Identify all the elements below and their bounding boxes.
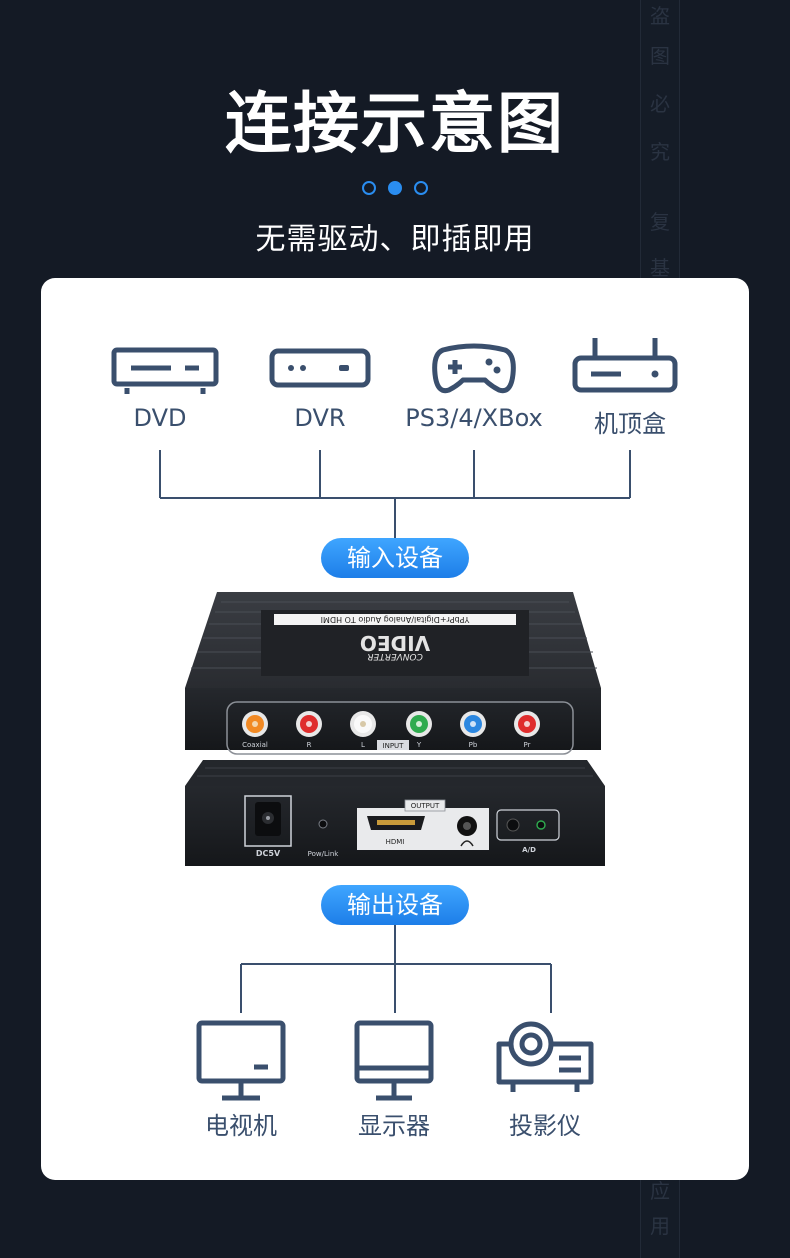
converter-logo-main: VIDEO [360, 631, 430, 655]
dot-indicator [362, 181, 376, 195]
device-label-monitor: 显示器 [358, 1112, 430, 1140]
converter-top-text: YPbPr+Digital/Analog Audio TO HDMI [321, 615, 471, 624]
set-top-box-icon [572, 338, 678, 393]
tv-icon [196, 1020, 286, 1101]
converter-logo-sub: CONVERTER [367, 651, 423, 661]
label-dc5v: DC5V [256, 849, 281, 858]
label-pow-link: Pow/Link [308, 850, 340, 858]
rca-port-l [350, 711, 376, 737]
device-label-console: PS3/4/XBox [405, 404, 543, 432]
stripe-char: 图 [650, 44, 670, 68]
stripe-char: 究 [650, 140, 670, 164]
port-label-r: R [307, 741, 312, 749]
output-devices-pill: 输出设备 [321, 885, 469, 925]
stripe-char: 盗 [650, 4, 670, 28]
rca-port-pb [460, 711, 486, 737]
port-label-coaxial: Coaxial [242, 741, 268, 749]
connector-lines [159, 450, 631, 1013]
port-label-y: Y [416, 741, 422, 749]
page-title: 连接示意图 [225, 85, 565, 162]
stripe-char: 用 [650, 1214, 670, 1238]
device-label-set-top-box: 机顶盒 [594, 410, 666, 438]
label-output: OUTPUT [411, 802, 440, 810]
rca-port-pr [514, 711, 540, 737]
stripe-char: 基 [650, 256, 670, 280]
dvr-icon [269, 348, 371, 388]
monitor-icon [354, 1020, 434, 1101]
page-subtitle: 无需驱动、即插即用 [255, 222, 535, 257]
port-label-pr: Pr [524, 741, 531, 749]
stripe-char: 应 [650, 1179, 670, 1203]
port-label-l: L [361, 741, 365, 749]
port-label-pb: Pb [469, 741, 478, 749]
projector-icon [496, 1021, 594, 1092]
label-ad: A/D [522, 846, 536, 854]
dot-indicator [414, 181, 428, 195]
stripe-char: 复 [650, 210, 670, 234]
dot-indicator-active [388, 181, 402, 195]
input-devices-pill: 输入设备 [321, 538, 469, 578]
stripe-char: 必 [650, 92, 670, 116]
gamepad-icon [432, 343, 516, 394]
rca-port-coaxial [242, 711, 268, 737]
device-label-dvd: DVD [133, 404, 187, 432]
device-label-projector: 投影仪 [509, 1112, 581, 1140]
rca-port-r [296, 711, 322, 737]
port-label-input: INPUT [383, 742, 405, 750]
label-hdmi: HDMI [386, 838, 405, 846]
video-converter-device: YPbPr+Digital/Analog Audio TO HDMI VIDEO… [185, 592, 605, 866]
pagination-dots [0, 181, 790, 195]
device-label-dvr: DVR [294, 404, 346, 432]
connection-diagram-card: DVD DVR PS3/4/XBox 机顶盒 输入设备 YPbPr+ [41, 278, 749, 1180]
device-label-tv: 电视机 [205, 1112, 277, 1140]
rca-port-y [406, 711, 432, 737]
dvd-player-icon [111, 347, 219, 394]
